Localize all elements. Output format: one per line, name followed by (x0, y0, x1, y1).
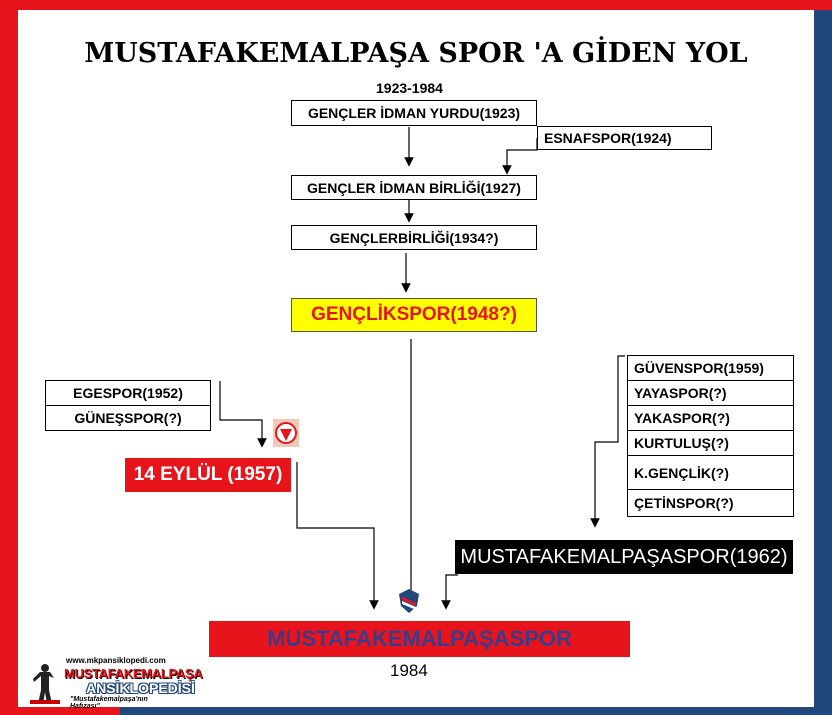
arrow-esnafspor-to-birligi (502, 138, 538, 175)
statue-figure-icon (30, 664, 60, 704)
arrow-ege-to-14eylul (219, 381, 267, 448)
node-genclikspor: GENÇLİKSPOR(1948?) (291, 298, 537, 332)
list-item-k-genclik: K.GENÇLİK(?) (627, 455, 794, 490)
frame-bottom-left (0, 707, 120, 715)
mkp-shield-badge-icon (399, 589, 419, 613)
year-range: 1923-1984 (376, 80, 443, 96)
frame-top (0, 0, 832, 10)
frame-bottom (0, 707, 832, 715)
logo-line2: ANSİKLOPEDİSİ (86, 680, 195, 696)
frame-right (814, 0, 832, 715)
list-item-cetinspor: ÇETİNSPOR(?) (627, 489, 794, 517)
node-gencler-idman-yurdu: GENÇLER İDMAN YURDU(1923) (291, 100, 537, 126)
node-egespor: EGESPOR(1952) (45, 380, 211, 406)
node-gunesspor: GÜNEŞSPOR(?) (45, 405, 211, 431)
list-item-yayaspor: YAYASPOR(?) (627, 380, 794, 406)
final-year: 1984 (390, 661, 428, 680)
node-final-mustafakemalpasaspor: MUSTAFAKEMALPAŞASPOR (209, 621, 630, 657)
node-14-eylul: 14 EYLÜL (1957) (125, 458, 291, 492)
ek-club-badge-icon (273, 419, 299, 447)
node-esnafspor: ESNAFSPOR(1924) (537, 126, 712, 150)
logo-url: www.mkpansiklopedi.com (66, 656, 166, 665)
arrow-rightlist-to-mkp1962 (590, 355, 625, 528)
node-mkp-1962: MUSTAFAKEMALPAŞASPOR(1962) (455, 540, 793, 574)
logo-tagline: "Mustafakemalpaşa'nın Hafızası" (70, 696, 148, 710)
page-title: MUSTAFAKEMALPAŞA SPOR 'A GİDEN YOL (84, 38, 748, 69)
list-item-guvenspor: GÜVENSPOR(1959) (627, 355, 794, 381)
node-genclerbirligi: GENÇLERBİRLİĞİ(1934?) (291, 225, 537, 250)
mkp-ansiklopedi-logo: www.mkpansiklopedi.com MUSTAFAKEMALPAŞA … (28, 656, 203, 710)
frame-right-top (814, 0, 832, 10)
logo-line1: MUSTAFAKEMALPAŞA (64, 666, 203, 681)
list-item-kurtulus: KURTULUŞ(?) (627, 430, 794, 456)
list-item-yakaspor: YAKASPOR(?) (627, 405, 794, 431)
arrow-mkp1962-to-final (441, 574, 458, 610)
frame-left (0, 0, 18, 715)
node-gencler-idman-birligi: GENÇLER İDMAN BİRLİĞİ(1927) (291, 175, 537, 200)
arrow-14eylul-to-final (296, 462, 379, 610)
